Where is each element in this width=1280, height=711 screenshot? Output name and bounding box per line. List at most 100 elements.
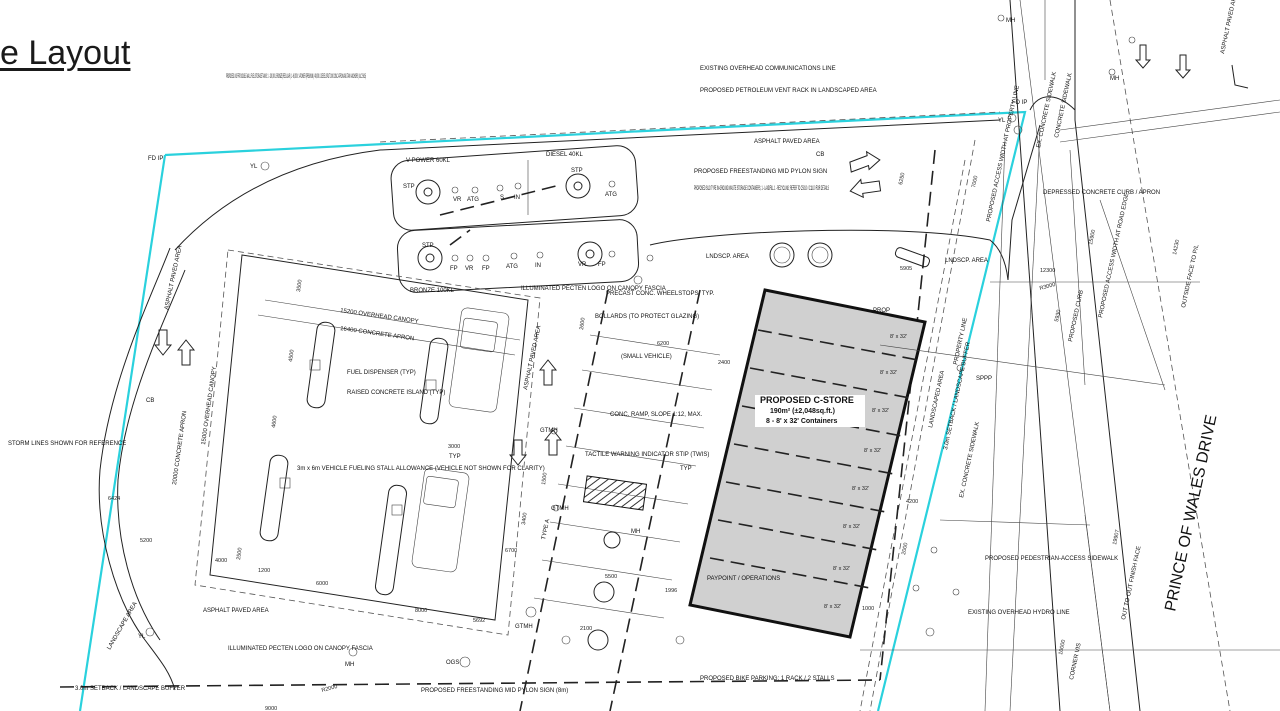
- svg-text:EXISTING OVERHEAD COMMUNICATIO: EXISTING OVERHEAD COMMUNICATIONS LINE: [700, 66, 836, 72]
- tank-vpower-diesel: [390, 145, 639, 231]
- svg-text:2600: 2600: [579, 317, 587, 330]
- top-access-curb: [174, 119, 1001, 251]
- top-access-curb-inner: [649, 229, 1009, 281]
- tank-diesel-label: DIESEL 40KL: [546, 152, 583, 158]
- svg-text:14230: 14230: [1172, 239, 1181, 255]
- svg-text:15000 OVERHEAD CANOPY: 15000 OVERHEAD CANOPY: [201, 366, 218, 445]
- svg-text:MH: MH: [345, 662, 354, 668]
- svg-text:ILLUMINATED PECTEN LOGO ON CAN: ILLUMINATED PECTEN LOGO ON CANOPY FASCIA: [521, 286, 666, 292]
- svg-text:3400: 3400: [521, 512, 529, 525]
- svg-text:GTMH: GTMH: [551, 506, 569, 512]
- svg-text:10000: 10000: [1058, 639, 1067, 655]
- svg-text:TYPE A: TYPE A: [541, 519, 551, 541]
- container-labels: 8' x 32' 8' x 32' 8' x 32' 8' x 32' 8' x…: [824, 334, 907, 610]
- svg-text:STORM LINES SHOWN FOR REFERENC: STORM LINES SHOWN FOR REFERENCE: [8, 441, 126, 447]
- svg-text:8' x 32': 8' x 32': [824, 604, 841, 610]
- svg-text:BOLLARDS (TO PROTECT GLAZING): BOLLARDS (TO PROTECT GLAZING): [595, 314, 699, 320]
- c-store-building: [688, 288, 927, 639]
- svg-text:2500: 2500: [236, 547, 244, 560]
- svg-text:6424: 6424: [108, 496, 120, 502]
- svg-text:2100: 2100: [580, 626, 592, 632]
- svg-text:CORNER VIS: CORNER VIS: [1069, 643, 1083, 681]
- svg-text:PROPOSED FREESTANDING MID PYLO: PROPOSED FREESTANDING MID PYLON SIGN: [694, 169, 827, 175]
- svg-text:8' x 32': 8' x 32': [864, 448, 881, 454]
- svg-text:5930: 5930: [1054, 309, 1062, 322]
- svg-text:IN: IN: [514, 195, 520, 201]
- svg-text:4200: 4200: [906, 499, 918, 505]
- svg-text:16400 CONCRETE APRON: 16400 CONCRETE APRON: [340, 326, 415, 342]
- svg-text:PROPOSED SILO TYPE IN-GROUND W: PROPOSED SILO TYPE IN-GROUND WASTE STORA…: [694, 186, 829, 192]
- tank-bronze: [396, 219, 640, 293]
- svg-text:12300: 12300: [1040, 268, 1055, 274]
- svg-text:1200: 1200: [258, 568, 270, 574]
- svg-text:VR: VR: [578, 262, 587, 268]
- svg-text:ATG: ATG: [467, 197, 479, 203]
- svg-text:PROPOSED U/G FRP DOUBLE-WALL F: PROPOSED U/G FRP DOUBLE-WALL FUEL STORAG…: [226, 74, 366, 80]
- svg-text:TACTILE WARNING INDICATOR STIP: TACTILE WARNING INDICATOR STIP (TWIS): [585, 452, 709, 458]
- svg-text:5692: 5692: [473, 618, 485, 624]
- svg-text:LNDSCP. AREA: LNDSCP. AREA: [706, 254, 749, 260]
- right-curb: [1007, 124, 1041, 281]
- canopy-outline: [209, 254, 529, 621]
- svg-text:9000: 9000: [265, 706, 277, 711]
- svg-text:OGS: OGS: [446, 660, 459, 666]
- svg-text:FUEL DISPENSER (TYP): FUEL DISPENSER (TYP): [347, 370, 416, 376]
- svg-text:LNDSCP. AREA: LNDSCP. AREA: [945, 258, 988, 264]
- svg-text:PROPOSED PEDESTRIAN-ACCESS SID: PROPOSED PEDESTRIAN-ACCESS SIDEWALK: [985, 556, 1118, 562]
- svg-text:6000: 6000: [316, 581, 328, 587]
- svg-text:2000: 2000: [901, 542, 909, 555]
- svg-text:YL: YL: [138, 634, 146, 640]
- svg-text:GTMH: GTMH: [540, 428, 558, 434]
- svg-text:FD IP: FD IP: [1012, 100, 1027, 106]
- svg-text:4600: 4600: [271, 415, 279, 428]
- svg-text:1996: 1996: [665, 588, 677, 594]
- svg-text:GTMH: GTMH: [515, 624, 533, 630]
- svg-text:OUTSIDE FACE TO P/L: OUTSIDE FACE TO P/L: [1181, 243, 1200, 308]
- svg-text:FP: FP: [450, 266, 458, 272]
- svg-text:6700: 6700: [505, 548, 517, 554]
- svg-text:LANDSCAPE AREA: LANDSCAPE AREA: [107, 601, 139, 651]
- svg-text:2400: 2400: [718, 360, 730, 366]
- svg-text:8' x 32': 8' x 32': [833, 566, 850, 572]
- fuel-islands: [259, 321, 449, 596]
- tank-bronze-label: BRONZE 100KL: [410, 288, 455, 294]
- svg-text:8' x 32': 8' x 32': [843, 524, 860, 530]
- svg-text:ATG: ATG: [605, 192, 617, 198]
- small-labels: FD IP FD IP YL YL YL CB CB MH MH MH MH G…: [138, 18, 1119, 668]
- svg-text:CB: CB: [816, 152, 824, 158]
- svg-text:TYP: TYP: [449, 454, 461, 460]
- svg-text:20000 CONCRETE APRON: 20000 CONCRETE APRON: [172, 410, 188, 485]
- svg-text:R2000: R2000: [321, 684, 338, 694]
- svg-text:PROP: PROP: [873, 308, 890, 314]
- waste-container-recycling: [807, 242, 833, 268]
- cstore-area: 190m² (±2,048sq.ft.): [770, 408, 835, 415]
- svg-text:STP: STP: [422, 243, 434, 249]
- svg-text:5200: 5200: [140, 538, 152, 544]
- svg-text:8' x 32': 8' x 32': [852, 486, 869, 492]
- svg-text:VR: VR: [465, 266, 474, 272]
- svg-text:5905: 5905: [900, 266, 912, 272]
- svg-text:S: S: [500, 195, 504, 201]
- svg-text:5500: 5500: [605, 574, 617, 580]
- annotation-layer: PROPOSED U/G FRP DOUBLE-WALL FUEL STORAG…: [8, 0, 1240, 694]
- property-line: [164, 110, 1027, 711]
- svg-text:3.0m SETBACK / LANDSCAPE BUFFE: 3.0m SETBACK / LANDSCAPE BUFFER: [75, 686, 186, 692]
- svg-text:YL: YL: [998, 118, 1006, 124]
- svg-text:ASPHALT PAVED AREA: ASPHALT PAVED AREA: [754, 139, 820, 145]
- cstore-containers: 8 - 8' x 32' Containers: [766, 418, 838, 425]
- svg-text:MH: MH: [631, 529, 640, 535]
- svg-text:8000: 8000: [415, 608, 427, 614]
- property-line-left: [78, 154, 167, 711]
- svg-text:FD IP: FD IP: [148, 156, 163, 162]
- svg-text:CONC. RAMP, SLOPE 1:12, MAX.: CONC. RAMP, SLOPE 1:12, MAX.: [610, 412, 703, 418]
- waste-container-landfill: [769, 242, 795, 268]
- svg-text:PROPOSED BIKE PARKING; 1 RACK: PROPOSED BIKE PARKING; 1 RACK / 2 STALLS: [700, 676, 835, 682]
- cstore-title: PROPOSED C-STORE: [760, 395, 854, 405]
- svg-text:4500: 4500: [288, 349, 296, 362]
- svg-text:6200: 6200: [657, 341, 669, 347]
- svg-text:SPPP: SPPP: [976, 376, 992, 382]
- paypoint-label: PAYPOINT / OPERATIONS: [707, 576, 780, 582]
- svg-text:VR: VR: [453, 197, 462, 203]
- svg-text:3000: 3000: [448, 444, 460, 450]
- svg-text:EXISTING OVERHEAD HYDRO LINE: EXISTING OVERHEAD HYDRO LINE: [968, 610, 1070, 616]
